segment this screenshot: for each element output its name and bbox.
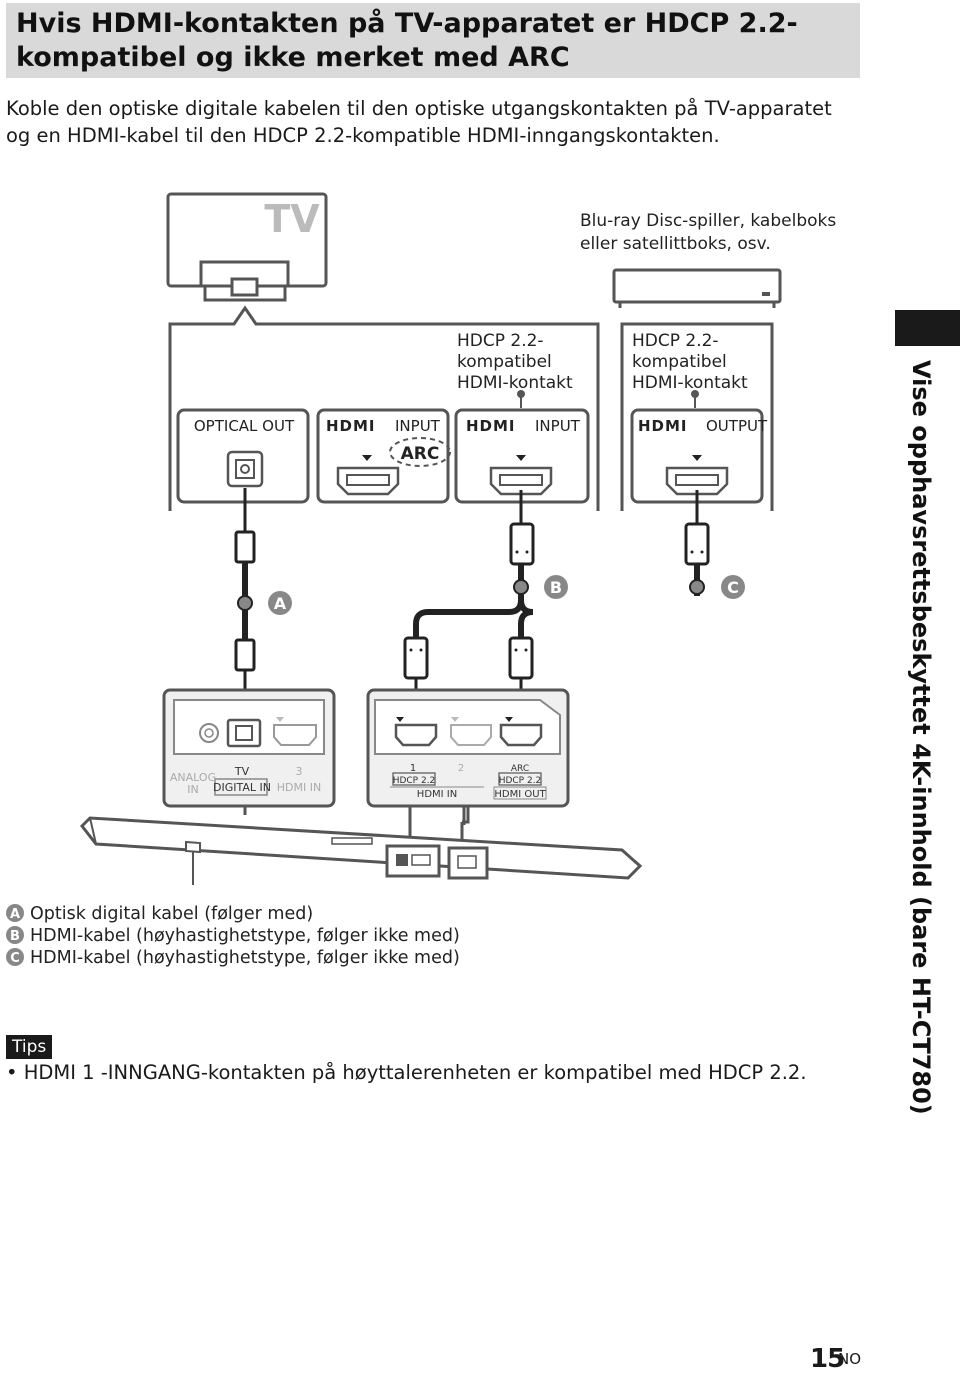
optical-cable-a [234, 488, 256, 728]
page-suffix: NO [838, 1350, 862, 1368]
section-tab-marker [895, 310, 960, 346]
hdcp-label-player-1: HDCP 2.2- [632, 331, 719, 351]
page-number: 15 [810, 1344, 845, 1374]
hdcp-label-player-2: kompatibel [632, 352, 727, 372]
heading-line-1: Hvis HDMI-kontakten på TV-apparatet er H… [16, 8, 798, 39]
digital-in-label: DIGITAL IN [213, 781, 271, 794]
legend-text-b: HDMI-kabel (høyhastighetstype, følger ik… [30, 926, 460, 946]
hdmi-logo-1: HDMI [326, 417, 376, 435]
tv-digital-in-top: TV [234, 765, 250, 778]
hdmi-out-hdcp: HDCP 2.2 [499, 776, 542, 786]
hdcp-label-tv-3: HDMI-kontakt [457, 373, 573, 393]
intro-paragraph: Koble den optiske digitale kabelen til d… [6, 95, 866, 149]
analog-in-line-1: ANALOG [170, 771, 216, 784]
hdmi-in-label: HDMI IN [417, 789, 457, 800]
hdmi-logo-3: HDMI [638, 417, 688, 435]
hdmi-out-arc-label: ARC [511, 764, 529, 774]
tips-text: • HDMI 1 -INNGANG-kontakten på høyttaler… [6, 1061, 807, 1084]
analog-in-line-2: IN [187, 783, 198, 796]
hdmi-in-3-number: 3 [296, 765, 303, 778]
intro-line-2: og en HDMI-kabel til den HDCP 2.2-kompat… [6, 124, 720, 147]
hdmi-in-2-number: 2 [458, 763, 464, 774]
player-panel-frame [620, 322, 774, 511]
output-label: OUTPUT [706, 417, 768, 435]
hdmi-in-1-number: 1 [410, 763, 416, 774]
legend-badge-a: A [10, 907, 20, 922]
cable-c-badge: C [727, 578, 739, 597]
arc-label: ARC [401, 444, 440, 464]
hdcp-label-tv-1: HDCP 2.2- [457, 331, 544, 351]
heading-line-2: kompatibel og ikke merket med ARC [16, 42, 570, 73]
legend-badge-c: C [10, 951, 20, 966]
tv-illustration [166, 192, 328, 302]
cable-b-badge: B [550, 578, 562, 597]
tips-badge: Tips [6, 1035, 53, 1059]
hdmi-cable-c [684, 490, 710, 596]
hdcp-label-player-3: HDMI-kontakt [632, 373, 748, 393]
hdmi-out-label: HDMI OUT [494, 789, 546, 800]
input-label-1: INPUT [395, 417, 441, 435]
hdmi-in-1-hdcp: HDCP 2.2 [393, 776, 436, 786]
hdmi-logo-2: HDMI [466, 417, 516, 435]
hdcp-label-tv-2: kompatibel [457, 352, 552, 372]
legend-text-c: HDMI-kabel (høyhastighetstype, følger ik… [30, 948, 460, 968]
section-heading: Hvis HDMI-kontakten på TV-apparatet er H… [6, 3, 860, 78]
tv-panel-frame [168, 305, 600, 511]
player-label-line-1: Blu-ray Disc-spiller, kabelboks [580, 211, 836, 231]
optical-out-label: OPTICAL OUT [194, 417, 295, 435]
legend-badge-b: B [10, 929, 20, 944]
cable-a-badge: A [274, 594, 287, 613]
tv-label: TV [264, 197, 320, 241]
input-label-2: INPUT [535, 417, 581, 435]
sidebar-section-title: Vise opphavsrettsbeskyttet 4K-innhold (b… [907, 360, 935, 1115]
intro-line-1: Koble den optiske digitale kabelen til d… [6, 97, 832, 120]
soundbar-illustration [80, 816, 643, 885]
soundbar-left-panel [162, 688, 336, 808]
legend-text-a: Optisk digital kabel (følger med) [30, 904, 313, 924]
hdmi-in-3-label: HDMI IN [277, 781, 321, 794]
player-label-line-2: eller satellittboks, osv. [580, 234, 771, 254]
player-illustration [612, 268, 782, 308]
